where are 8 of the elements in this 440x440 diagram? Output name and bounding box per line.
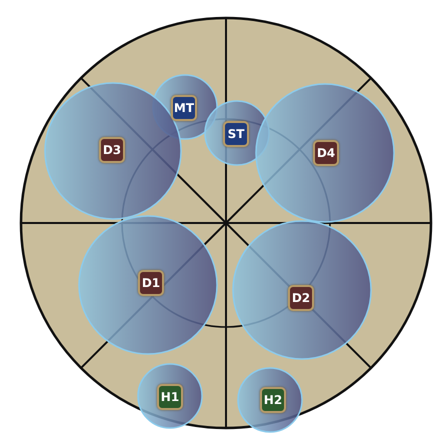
node-badge: H1	[157, 384, 183, 410]
node-badge: ST	[223, 121, 249, 147]
node-badge: D3	[99, 137, 125, 163]
node-badge: D2	[288, 285, 314, 311]
node-badge: MT	[171, 95, 197, 121]
node-badge: D4	[313, 140, 339, 166]
node-badge: H2	[260, 387, 286, 413]
node-badge: D1	[138, 270, 164, 296]
